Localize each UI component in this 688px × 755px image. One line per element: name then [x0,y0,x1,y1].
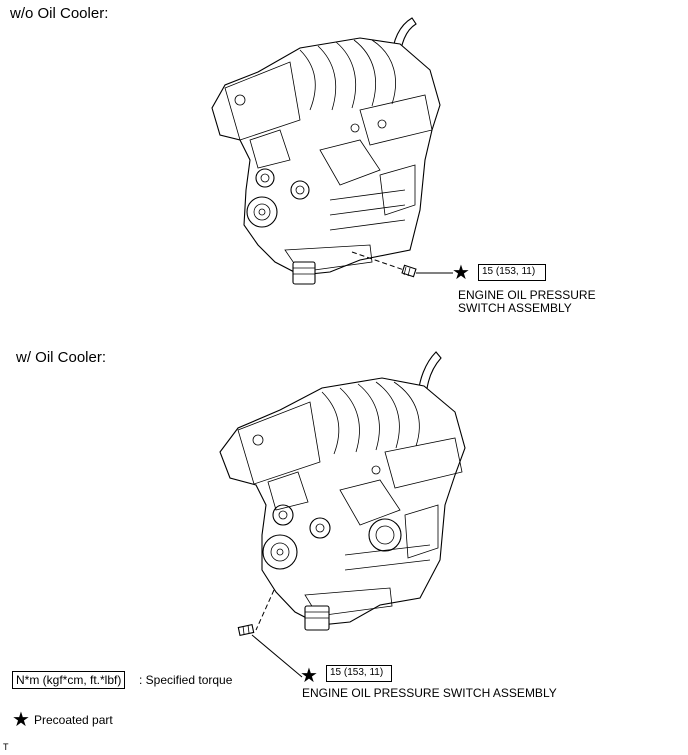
part-label-line-2: SWITCH ASSEMBLY [458,301,572,315]
part-label-oil-pressure-switch-1: ENGINE OIL PRESSURE SWITCH ASSEMBLY [458,289,596,315]
torque-value-box-2: 15 (153, 11) [326,665,392,682]
specified-torque-caption: : Specified torque [139,673,233,687]
black-star-icon: ★ [300,665,318,687]
section-title-with-oil-cooler: w/ Oil Cooler: [16,349,107,366]
engine-drawing-without-cooler [211,17,453,285]
precoated-part-caption: Precoated part [34,713,113,727]
oil-pressure-switch-drawing-1 [401,264,417,278]
section-title-without-oil-cooler: w/o Oil Cooler: [10,5,109,22]
part-label-line-1: ENGINE OIL PRESSURE [458,288,596,302]
engine-drawing-with-cooler [219,351,466,678]
black-star-icon: ★ [12,709,30,731]
part-label-oil-pressure-switch-2: ENGINE OIL PRESSURE SWITCH ASSEMBLY [302,686,557,700]
black-star-icon: ★ [452,262,470,284]
oil-pressure-switch-drawing-2 [237,623,255,637]
torque-value-box-1: 15 (153, 11) [478,264,546,281]
torque-unit-box: N*m (kgf*cm, ft.*lbf) [12,671,126,689]
footer-mark: T [3,742,9,752]
